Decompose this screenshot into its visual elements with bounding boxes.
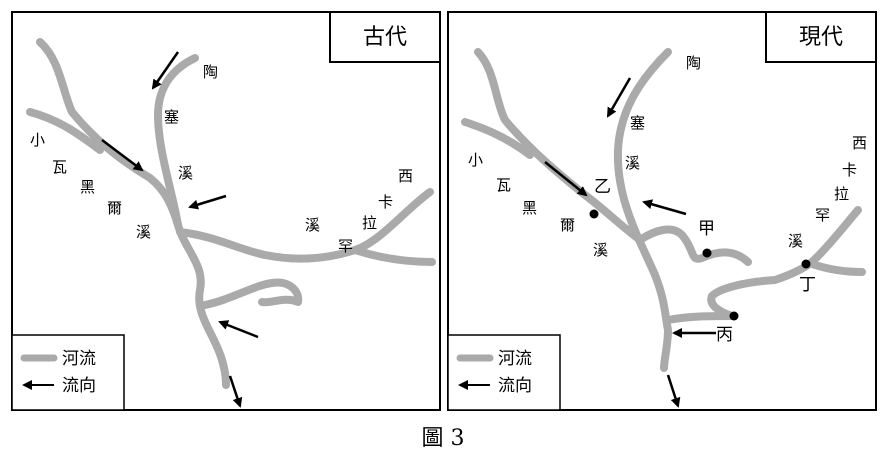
flow-arrow xyxy=(188,194,227,210)
label-xi: 溪 xyxy=(178,164,193,182)
label-ka: 卡 xyxy=(842,161,857,179)
flow-arrows xyxy=(101,51,259,408)
point-label-bing: 丙 xyxy=(716,325,733,345)
panel-modern: 現代 乙 甲 丙 丁 xyxy=(447,11,877,411)
point-bing xyxy=(729,311,739,321)
river-jia xyxy=(636,225,752,266)
flow-arrow xyxy=(151,51,180,90)
figure-caption: 圖 3 xyxy=(421,426,465,451)
label-la: 拉 xyxy=(834,185,849,203)
label-xi-west: 西 xyxy=(852,134,867,152)
label-xi-west: 西 xyxy=(398,167,413,185)
label-la: 拉 xyxy=(362,214,377,232)
flow-arrow xyxy=(642,199,687,216)
river-network xyxy=(461,48,866,372)
label-xi: 溪 xyxy=(136,223,151,241)
label-ka: 卡 xyxy=(378,193,393,211)
river-xika xyxy=(176,188,434,263)
river-xiaowa-branch xyxy=(26,108,104,154)
flow-arrow xyxy=(228,375,243,408)
river-taosai xyxy=(613,48,672,372)
point-yi xyxy=(589,209,599,219)
river-network xyxy=(26,38,436,389)
point-ding xyxy=(801,259,811,269)
river-loop xyxy=(201,278,303,309)
flow-arrow xyxy=(101,139,144,172)
river-labels: 陶 塞 溪 小 瓦 黑 爾 溪 溪 罕 拉 卡 西 xyxy=(30,63,413,255)
label-xi: 溪 xyxy=(593,241,608,259)
label-xi: 溪 xyxy=(625,154,640,172)
panel-title-box: 古代 xyxy=(329,11,441,63)
river-xiaowa xyxy=(474,48,644,244)
flow-arrow xyxy=(606,77,632,118)
label-hei: 黑 xyxy=(522,199,537,217)
label-xi: 溪 xyxy=(305,216,320,234)
label-wa: 瓦 xyxy=(496,176,511,194)
label-er: 爾 xyxy=(560,216,575,234)
flow-arrow xyxy=(544,161,588,197)
label-xiao: 小 xyxy=(30,131,45,149)
legend-flow-label: 流向 xyxy=(498,376,532,396)
point-label-yi: 乙 xyxy=(594,177,611,197)
river-bing xyxy=(664,312,736,324)
river-xiaowa xyxy=(36,38,182,229)
figure-canvas: 古代 陶 塞 溪 小 瓦 黑 爾 溪 xyxy=(11,11,877,411)
flow-arrow xyxy=(218,320,259,339)
label-sai: 塞 xyxy=(630,114,645,132)
river-xika-branch xyxy=(351,246,436,266)
panel-title: 現代 xyxy=(799,25,843,50)
river-xika-branch xyxy=(808,260,866,276)
label-xi: 溪 xyxy=(788,232,803,250)
river-taosai xyxy=(154,54,199,229)
river-xiaowa-branch xyxy=(461,118,534,159)
river-xika xyxy=(707,206,862,320)
label-er: 爾 xyxy=(107,199,122,217)
label-wa: 瓦 xyxy=(52,158,67,176)
river-main-south xyxy=(174,221,230,389)
point-jia xyxy=(702,248,712,258)
flow-arrow xyxy=(666,374,681,408)
legend-river-label: 河流 xyxy=(498,349,532,369)
legend-flow-label: 流向 xyxy=(62,376,96,396)
legend: 河流 流向 xyxy=(11,334,125,411)
legend: 河流 流向 xyxy=(447,334,561,411)
panel-title: 古代 xyxy=(363,25,407,50)
label-hei: 黑 xyxy=(80,178,95,196)
label-xiao: 小 xyxy=(468,151,483,169)
label-sai: 塞 xyxy=(164,108,179,126)
label-tao: 陶 xyxy=(686,54,701,72)
panel-title-box: 現代 xyxy=(765,11,877,63)
label-han: 罕 xyxy=(815,206,830,224)
point-label-jia: 甲 xyxy=(698,219,715,239)
marked-points: 乙 甲 丙 丁 xyxy=(589,177,816,345)
flow-arrows xyxy=(544,77,716,408)
point-label-ding: 丁 xyxy=(799,275,816,295)
river-labels: 陶 塞 溪 小 瓦 黑 爾 溪 溪 罕 拉 卡 西 xyxy=(468,54,867,259)
panel-ancient: 古代 陶 塞 溪 小 瓦 黑 爾 溪 xyxy=(11,11,441,411)
label-han: 罕 xyxy=(338,237,353,255)
legend-river-label: 河流 xyxy=(62,349,96,369)
label-tao: 陶 xyxy=(203,63,218,81)
